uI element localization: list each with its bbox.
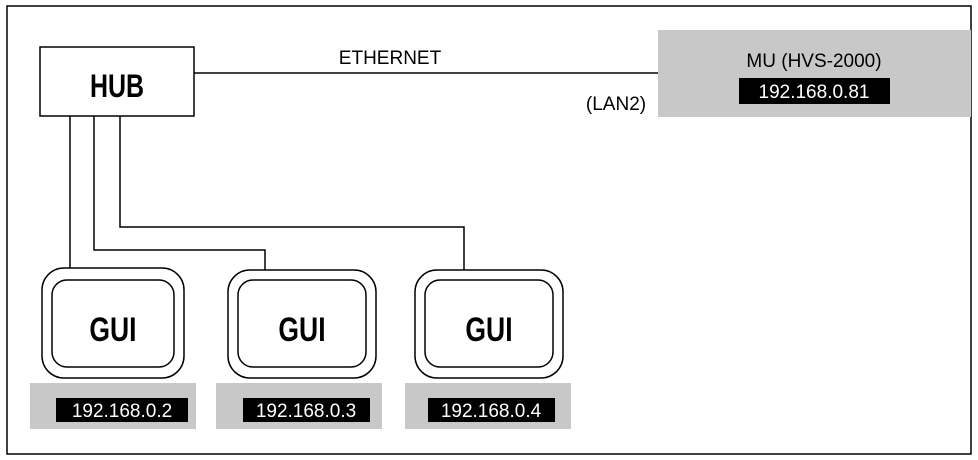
gui-terminal-3: GUI <box>414 269 564 379</box>
mu-name: MU (HVS-2000) <box>746 51 881 72</box>
gui-2-screen <box>237 279 367 368</box>
cable-gui-3 <box>119 116 465 270</box>
gui-1-ip-badge <box>56 398 188 422</box>
hub-box <box>39 46 195 117</box>
gui-2-ip-badge <box>243 398 370 422</box>
gui-2-ip: 192.168.0.3 <box>256 401 356 422</box>
hub-label: HUB <box>90 69 144 105</box>
gui-terminal-1: GUI <box>41 267 185 379</box>
gui-3-screen <box>424 279 554 368</box>
ethernet-label: ETHERNET <box>339 48 442 69</box>
gui-1-screen <box>51 279 175 368</box>
cable-gui-2 <box>93 116 266 270</box>
lan-port-label: (LAN2) <box>586 94 646 115</box>
mu-ip: 192.168.0.81 <box>759 82 870 103</box>
diagram-frame <box>6 5 972 455</box>
gui-3-ip-badge <box>428 398 555 422</box>
gui-2-label: GUI <box>278 311 325 349</box>
gui-1-label: GUI <box>89 311 136 349</box>
mu-ip-badge <box>739 78 890 104</box>
gui-1-ip: 192.168.0.2 <box>72 401 172 422</box>
gui-3-ip: 192.168.0.4 <box>441 401 542 422</box>
gui-3-label: GUI <box>465 311 512 349</box>
gui-terminal-2: GUI <box>227 269 377 379</box>
